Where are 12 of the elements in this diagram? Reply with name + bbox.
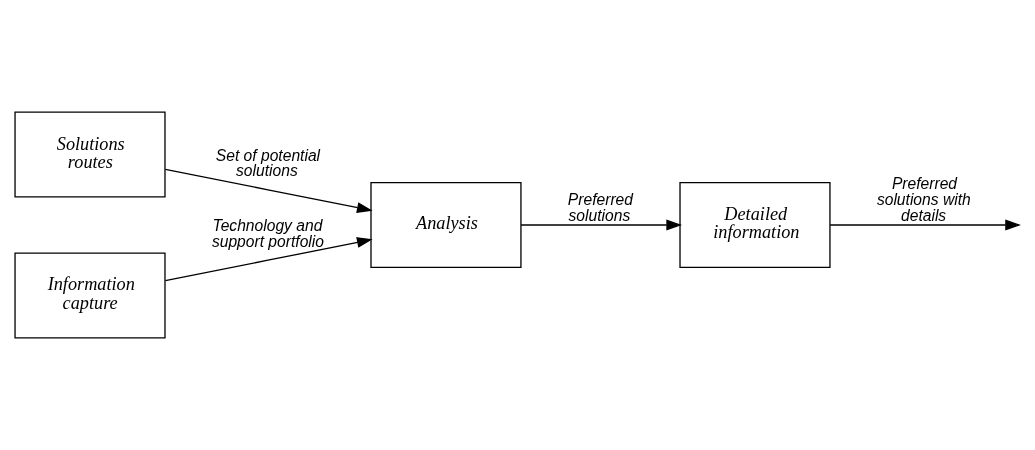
edge-label: Set of potential solutions [215,146,321,180]
arrow [829,219,1021,231]
arrow [164,237,373,282]
edge-label: Preferred solutions with details [876,175,971,224]
arrow [520,219,682,231]
node-box: Solutions routes [14,111,166,198]
arrow [164,168,373,213]
node-box: Detailed information [679,181,831,269]
node-box: Information capture [14,252,166,339]
edge-label: Preferred solutions [567,190,634,224]
edge-label: Technology and support portfolio [211,217,324,250]
node-box: Analysis [370,181,522,269]
